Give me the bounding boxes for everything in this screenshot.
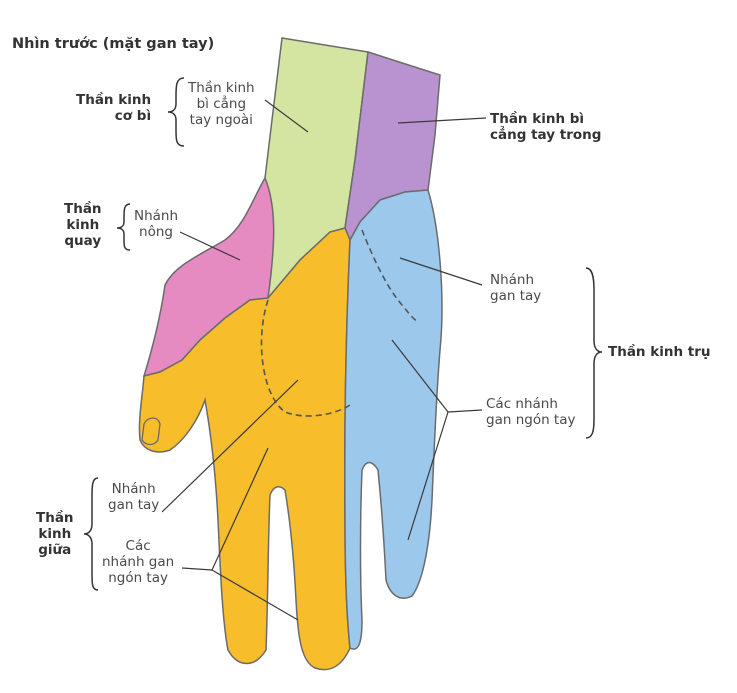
median-group-line-0: Thần bbox=[36, 510, 74, 526]
median-palmar-line-1: gan tay bbox=[108, 497, 160, 513]
median-digital-label: Các nhánh gan ngón tay bbox=[102, 538, 174, 586]
radial-group-label: Thần kinh quay bbox=[64, 201, 102, 249]
musc-group-line-1: cơ bì bbox=[114, 108, 152, 124]
leader-median-digital-2 bbox=[211, 569, 299, 621]
leader-ulnar-digital-0 bbox=[447, 409, 483, 413]
musc-group-line-0: Thần kinh bbox=[76, 92, 152, 108]
median-digital-line-1: nhánh gan bbox=[102, 554, 175, 570]
leader-ulnar-palmar bbox=[399, 257, 483, 286]
medial-label: Thần kinh bì cẳng tay trong bbox=[490, 111, 601, 143]
median-group-line-1: kinh bbox=[38, 526, 72, 542]
median-palmar-label: Nhánh gan tay bbox=[108, 481, 159, 513]
diagram-title: Nhìn trước (mặt gan tay) bbox=[12, 36, 214, 52]
median-palmar-boundary bbox=[260, 299, 351, 417]
braces bbox=[83, 77, 603, 591]
ulnar-palmar-boundary bbox=[361, 229, 419, 323]
brace-median bbox=[83, 477, 99, 591]
median-group-label: Thần kinh giữa bbox=[36, 510, 74, 558]
brace-ulnar bbox=[585, 267, 603, 439]
ulnar-palmar-line-0: Nhánh bbox=[490, 272, 535, 288]
leader-median-digital-0 bbox=[181, 567, 213, 571]
medial-line-1: cẳng tay trong bbox=[490, 127, 602, 143]
musc-branch-label: Thần kinh bì cẳng tay ngoài bbox=[188, 80, 255, 128]
musc-branch-line-0: Thần kinh bbox=[188, 80, 255, 96]
leader-median-palmar bbox=[161, 379, 299, 513]
musc-group-label: Thần kinh cơ bì bbox=[76, 92, 151, 124]
leader-lines bbox=[161, 99, 487, 621]
leader-median-digital-1 bbox=[211, 447, 269, 571]
brace-radial bbox=[116, 203, 131, 251]
radial-branch-label: Nhánh nông bbox=[134, 208, 178, 240]
leader-radial-branch bbox=[179, 231, 241, 261]
ulnar-digital-line-0: Các nhánh bbox=[486, 396, 558, 412]
region-ulnar bbox=[343, 189, 443, 650]
radial-group-line-2: quay bbox=[64, 233, 102, 249]
medial-line-0: Thần kinh bì bbox=[490, 111, 585, 127]
leader-ulnar-digital-2 bbox=[407, 411, 449, 541]
ulnar-digital-label: Các nhánh gan ngón tay bbox=[486, 396, 575, 428]
musc-branch-line-1: bì cẳng bbox=[196, 96, 247, 112]
ulnar-palmar-label: Nhánh gan tay bbox=[490, 272, 541, 304]
title-text: Nhìn trước (mặt gan tay) bbox=[12, 36, 215, 52]
median-group-line-2: giữa bbox=[38, 542, 72, 558]
leader-ulnar-digital-1 bbox=[391, 339, 449, 413]
radial-branch-line-1: nông bbox=[139, 224, 173, 240]
ulnar-digital-line-1: gan ngón tay bbox=[486, 412, 576, 428]
thumb-nail bbox=[141, 417, 161, 446]
leader-medial bbox=[397, 117, 487, 124]
region-radial bbox=[142, 176, 275, 378]
radial-group-line-1: kinh bbox=[66, 217, 100, 233]
leader-musc-branch bbox=[264, 99, 309, 133]
radial-branch-line-0: Nhánh bbox=[134, 208, 179, 224]
radial-group-line-0: Thần bbox=[64, 201, 102, 217]
musc-branch-line-2: tay ngoài bbox=[189, 112, 253, 128]
ulnar-group-line-0: Thần kinh trụ bbox=[608, 344, 711, 360]
ulnar-palmar-line-1: gan tay bbox=[490, 288, 542, 304]
median-digital-line-2: ngón tay bbox=[108, 570, 168, 586]
brace-musculocutaneous bbox=[167, 77, 185, 147]
median-digital-line-0: Các bbox=[125, 538, 151, 554]
ulnar-group-label: Thần kinh trụ bbox=[608, 344, 711, 360]
median-palmar-line-0: Nhánh bbox=[111, 481, 156, 497]
